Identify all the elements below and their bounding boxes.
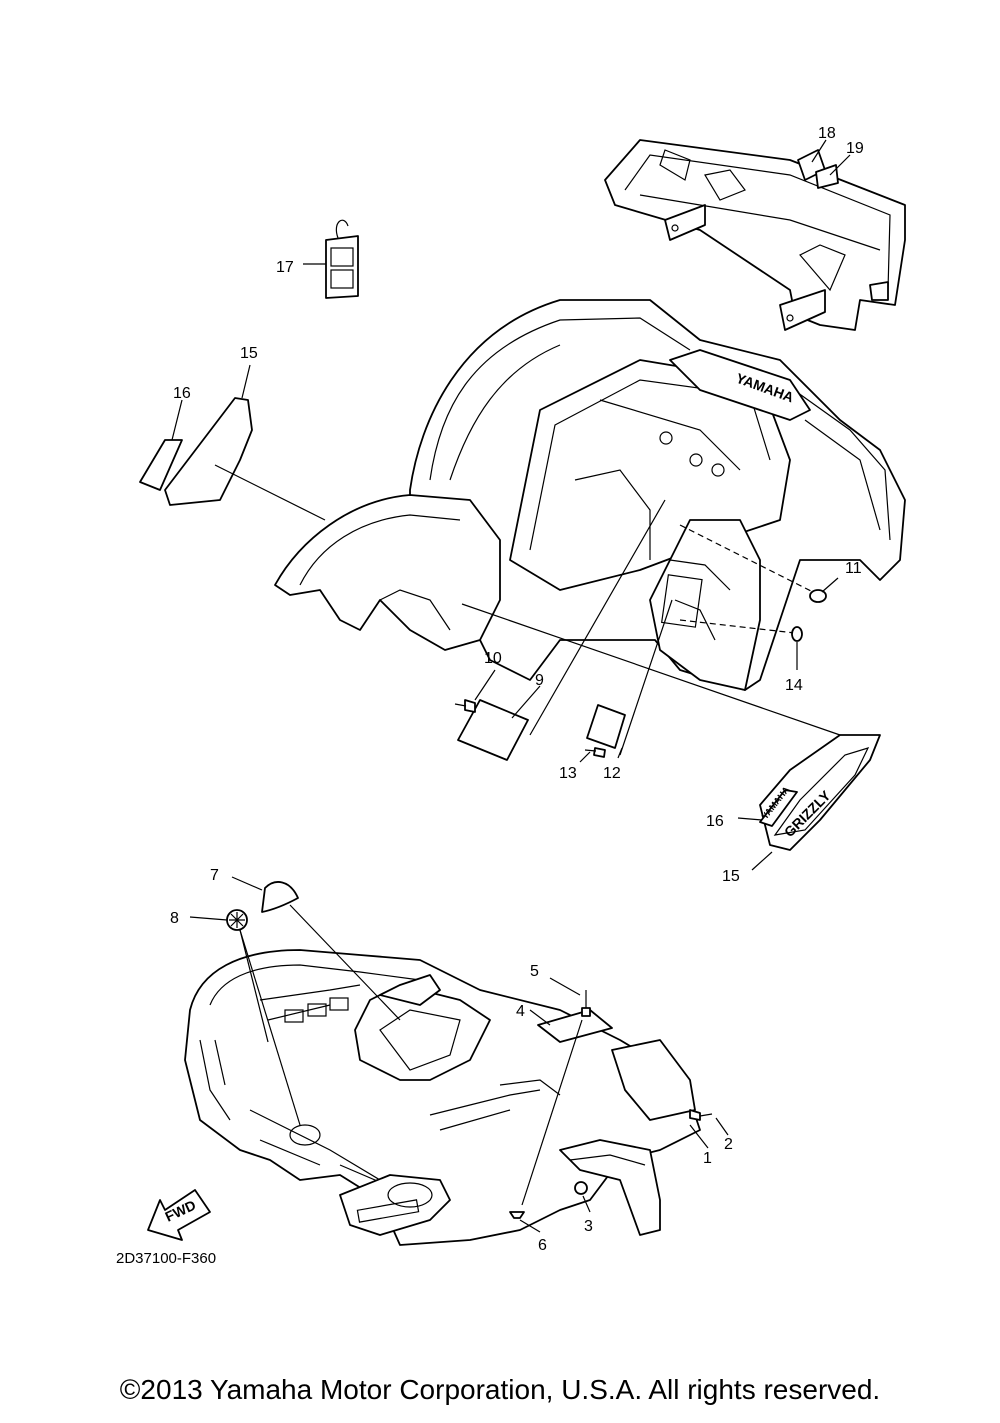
callout-6: 6 [538, 1237, 547, 1254]
decal-15-16-left [139, 364, 326, 521]
front-fender [184, 949, 701, 1246]
callout-2: 2 [724, 1136, 733, 1153]
plate-1 [611, 1039, 729, 1149]
callout-19: 19 [846, 140, 864, 157]
clip-11 [809, 577, 839, 603]
callout-10: 10 [484, 650, 502, 667]
callout-9: 9 [535, 672, 544, 689]
clip-14 [791, 626, 803, 670]
copyright-notice: ©2013 Yamaha Motor Corporation, U.S.A. A… [119, 1374, 881, 1405]
callout-1: 1 [703, 1150, 712, 1167]
clip-6 [509, 1211, 541, 1233]
fwd-arrow: FWD [147, 1189, 211, 1241]
callout-3: 3 [584, 1218, 593, 1235]
bolt-5 [521, 977, 591, 1206]
emblem-8 [189, 909, 301, 1126]
callout-numbers: 1 2 3 4 5 6 7 8 9 10 11 12 13 14 15 16 1… [170, 125, 864, 1254]
callout-12: 12 [603, 765, 621, 782]
plate-9 [454, 669, 541, 761]
callout-13: 13 [559, 765, 577, 782]
rear-carrier-rack [604, 139, 906, 331]
drawing-code: 2D37100-F360 [116, 1250, 216, 1267]
callout-16-top: 16 [173, 385, 191, 402]
callout-15-bottom: 15 [722, 868, 740, 885]
rear-fender: YAMAHA [274, 299, 906, 691]
plate-12 [579, 704, 626, 763]
callout-16-bottom: 16 [706, 813, 724, 830]
callout-17: 17 [276, 259, 294, 276]
decal-15-16-right: GRIZZLY YAMAHA [737, 734, 881, 871]
hang-tag-17 [303, 219, 359, 299]
callout-5: 5 [530, 963, 539, 980]
label-18-19 [797, 139, 851, 189]
callout-7: 7 [210, 867, 219, 884]
label-4 [529, 1009, 613, 1043]
callout-4: 4 [516, 1003, 525, 1020]
callout-18: 18 [818, 125, 836, 142]
callout-14: 14 [785, 677, 803, 694]
emblem-7 [231, 876, 401, 1021]
grommet-3 [574, 1181, 591, 1213]
callout-8: 8 [170, 910, 179, 927]
callout-11: 11 [845, 560, 862, 577]
callout-15-top: 15 [240, 345, 258, 362]
rear-leaders [461, 499, 841, 756]
